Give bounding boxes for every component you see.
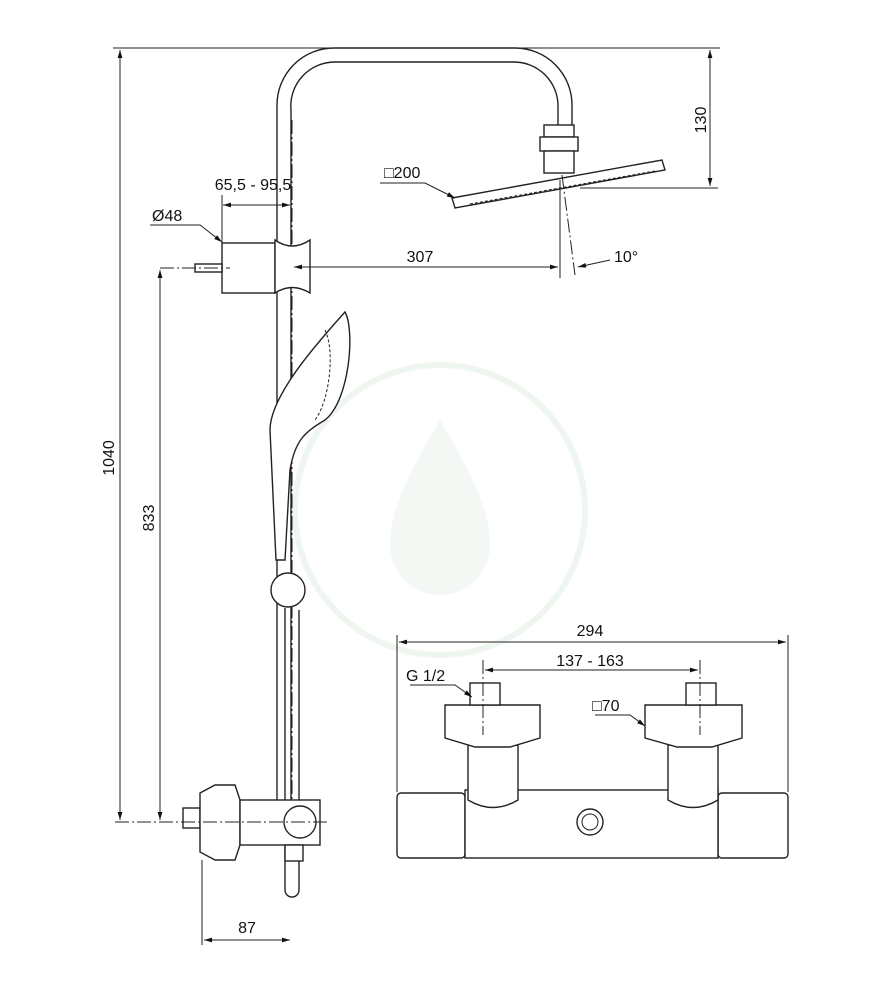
dim-arm-reach: 307 — [407, 249, 434, 266]
mixer-side-view — [115, 784, 330, 862]
dimension-lines — [113, 47, 789, 945]
dim-bracket-diameter: Ø48 — [152, 208, 182, 225]
wall-bracket — [160, 238, 311, 295]
dim-wall-offset: 87 — [238, 920, 256, 937]
dim-mixer-width: 294 — [577, 623, 604, 640]
dim-head-height: 130 — [693, 107, 710, 134]
dim-head-size: □200 — [384, 165, 420, 182]
dim-thread: G 1/2 — [406, 668, 445, 685]
dim-head-tilt: 10° — [614, 249, 638, 266]
dim-bracket-height: 833 — [141, 505, 158, 532]
hand-shower — [269, 310, 351, 898]
shower-rail — [276, 47, 579, 840]
dim-total-height: 1040 — [101, 440, 118, 476]
dim-nut-size: □70 — [592, 698, 620, 715]
dim-inlet-spacing: 137 - 163 — [556, 653, 624, 670]
dim-bracket-range: 65,5 - 95,5 — [215, 177, 292, 194]
head-shower — [451, 159, 666, 278]
mixer-front-view — [396, 660, 789, 859]
watermark-logo — [292, 362, 588, 658]
